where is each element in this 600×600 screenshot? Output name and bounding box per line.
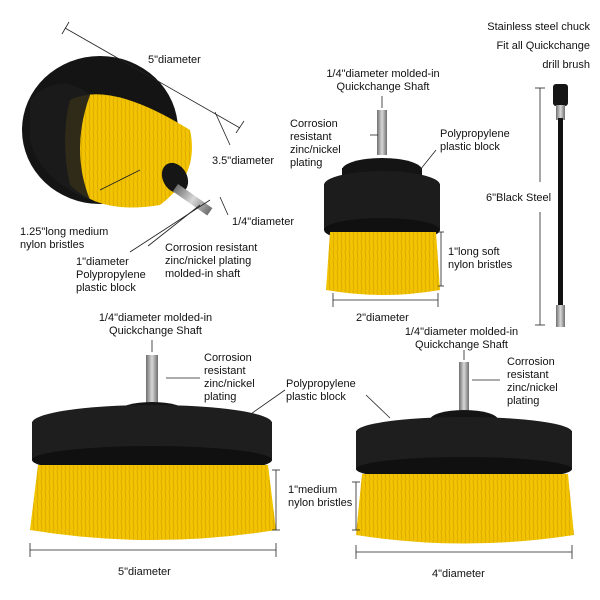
- medium-brush-diameter-label: 4"diameter: [432, 568, 485, 580]
- extension-title: Stainless steel chuck Fit all Quickchang…: [487, 21, 590, 71]
- cone-shaft-diameter-label: 1/4"diameter: [232, 216, 294, 228]
- cone-brush: [22, 56, 213, 216]
- medium-brush-plating-label: Corrosion resistant zinc/nickel plating: [507, 356, 558, 407]
- extension-length-label: 6"Black Steel: [486, 192, 552, 204]
- large-brush-dimension-lines: [29, 340, 286, 557]
- small-brush-shaft-label: 1/4"diameter molded-in Quickchange Shaft: [326, 68, 440, 93]
- small-brush-diameter-label: 2"diameter: [356, 312, 409, 324]
- large-brush-block-label: Polypropylene plastic block: [286, 378, 356, 403]
- cone-bristles-label: 1.25"long medium nylon bristles: [20, 226, 109, 251]
- large-brush-plating-label: Corrosion resistant zinc/nickel plating: [204, 352, 255, 403]
- cone-block-label: 1"diameter Polypropylene plastic block: [76, 256, 146, 294]
- cone-shaft-label: Corrosion resistant zinc/nickel plating …: [165, 242, 258, 280]
- cone-diameter-label: 5"diameter: [148, 54, 201, 66]
- medium-brush-dimension-lines: [352, 350, 573, 559]
- large-brush-shaft-label: 1/4"diameter molded-in Quickchange Shaft: [98, 312, 213, 337]
- large-brush-diameter-label: 5"diameter: [118, 566, 171, 578]
- large-brush-bristles-label: 1"medium nylon bristles: [288, 484, 353, 509]
- extension-dimension-lines: [535, 87, 545, 326]
- cone-dimension-lines: [61, 21, 245, 253]
- small-brush-dimension-lines: [332, 96, 444, 307]
- small-brush-plating-label: Corrosion resistant zinc/nickel plating: [290, 118, 341, 169]
- large-brush: [30, 355, 276, 540]
- medium-brush: [356, 362, 574, 544]
- small-brush: [324, 110, 440, 295]
- extension-rod: [553, 84, 568, 327]
- medium-brush-shaft-label: 1/4"diameter molded-in Quickchange Shaft: [404, 326, 519, 351]
- cone-mid-diameter-label: 3.5"diameter: [212, 155, 274, 167]
- small-brush-bristles-label: 1"long soft nylon bristles: [448, 246, 513, 271]
- small-brush-block-label: Polypropylene plastic block: [440, 128, 510, 153]
